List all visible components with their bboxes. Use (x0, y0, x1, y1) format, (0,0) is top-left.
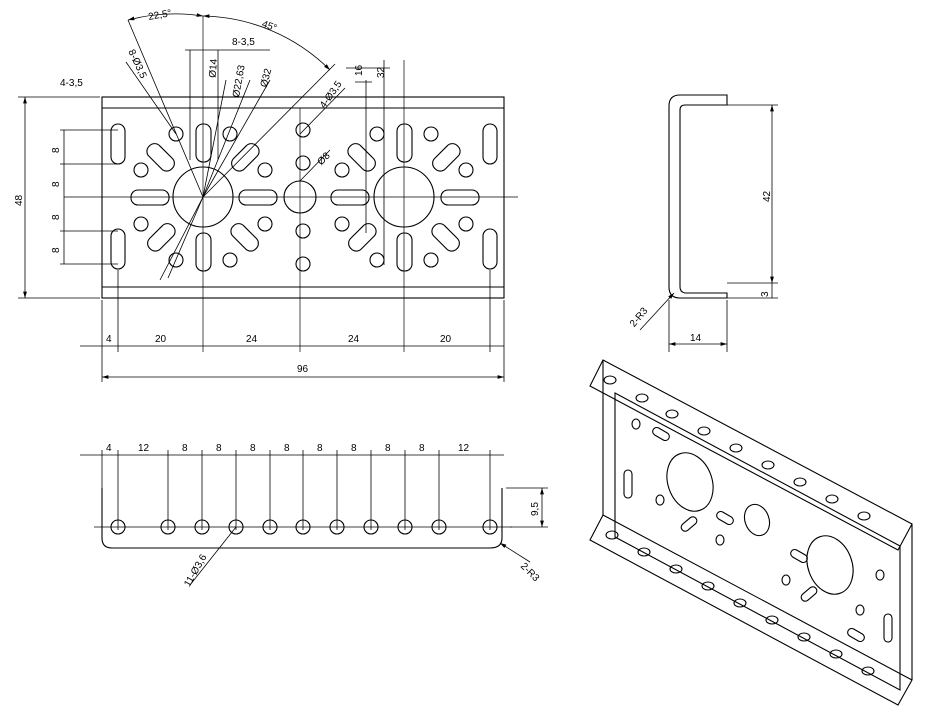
slot-left-bottom (195, 232, 212, 272)
dim-side-42: 42 (762, 190, 773, 202)
isometric-view (589, 359, 913, 706)
slot-right-se (431, 223, 460, 252)
dim-top-1: 4 (106, 443, 112, 454)
callout-d32: Ø32 (259, 67, 275, 89)
slot-left-east (238, 189, 278, 206)
slot-left-sw (147, 223, 176, 252)
callout-d14: Ø14 (208, 58, 221, 78)
dim-pitch-2: 8 (51, 181, 62, 187)
dim-top-9: 8 (385, 443, 391, 454)
dim-top-5: 8 (250, 443, 256, 454)
dim-bottom-4: 4 (106, 334, 112, 345)
dim-top-r3: 2-R3 (518, 561, 541, 584)
callout-32: 32 (376, 66, 387, 78)
dim-top-10: 8 (419, 443, 425, 454)
dim-top-2: 12 (138, 443, 150, 454)
dim-side-14: 14 (690, 333, 702, 344)
slot-left-top (195, 123, 212, 163)
side-view: 42 3 2-R3 14 (628, 94, 778, 352)
slot-right-bottom (396, 232, 413, 272)
iso-large-hole-2 (806, 535, 854, 595)
iso-small-holes (603, 375, 885, 676)
top-view: 4 12 8 8 8 8 8 8 8 8 12 9,5 11-Ø3,6 2-R3 (80, 443, 548, 589)
dim-side-3: 3 (760, 291, 771, 297)
dim-top-7: 8 (317, 443, 323, 454)
dim-bottom-20b: 20 (440, 334, 452, 345)
callout-d8: Ø8 (316, 150, 334, 168)
side-profile (668, 94, 728, 299)
top-extension-lines (101, 450, 491, 530)
dim-top-9-5: 9,5 (530, 502, 541, 516)
slot-left-lower (110, 228, 126, 270)
iso-center-hole (743, 503, 771, 537)
angle-45: 45° (260, 19, 278, 35)
callout-4-d3-5: 4-Ø3,5 (318, 79, 345, 111)
dim-height-48: 48 (14, 194, 25, 206)
dim-top-6: 8 (284, 443, 290, 454)
slot-right-lower (482, 228, 498, 270)
large-hole-right (373, 166, 435, 228)
dim-top-4: 8 (216, 443, 222, 454)
slot-right-top (396, 123, 413, 163)
front-view: 22,5° 45° 8-3,5 4-3,5 8-Ø3,5 Ø14 Ø22,63 … (14, 8, 518, 382)
iso-slots (623, 426, 893, 643)
dim-top-3: 8 (182, 443, 188, 454)
angle-22-5: 22,5° (147, 8, 172, 23)
iso-top-flange (589, 359, 913, 551)
slot-left-nw (146, 143, 175, 172)
dim-top-holes: 11-Ø3,6 (182, 552, 209, 589)
callout-16: 16 (354, 64, 365, 76)
dim-pitch-1: 8 (51, 147, 62, 153)
iso-large-hole-1 (666, 452, 714, 512)
front-outline (101, 96, 505, 299)
dim-pitch-3: 8 (51, 214, 62, 220)
dim-pitch-4: 8 (51, 247, 62, 253)
slot-right-west (330, 189, 370, 206)
dim-bottom-20a: 20 (155, 334, 167, 345)
slot-right-ne (432, 143, 461, 172)
slot-right-upper (482, 123, 498, 165)
slot-right-east (440, 189, 480, 206)
callout-8-d3-5: 8-Ø3,5 (125, 48, 148, 81)
large-hole-left (172, 166, 234, 228)
dim-top-11: 12 (458, 443, 470, 454)
callout-d22-63: Ø22,63 (231, 64, 248, 99)
dim-top-8: 8 (351, 443, 357, 454)
top-outline (101, 488, 503, 549)
slot-left-ne (231, 143, 260, 172)
dim-overall-96: 96 (297, 364, 309, 375)
iso-web (614, 392, 901, 691)
slot-left-se (230, 223, 259, 252)
callout-4-3-5: 4-3,5 (60, 78, 83, 89)
slot-right-nw (347, 143, 376, 172)
dim-bottom-24a: 24 (246, 334, 258, 345)
dim-bottom-24b: 24 (348, 334, 360, 345)
dim-side-r3: 2-R3 (628, 305, 651, 329)
slot-right-sw (348, 223, 377, 252)
callout-8-3-5: 8-3,5 (232, 37, 255, 48)
slot-left-west (130, 189, 170, 206)
